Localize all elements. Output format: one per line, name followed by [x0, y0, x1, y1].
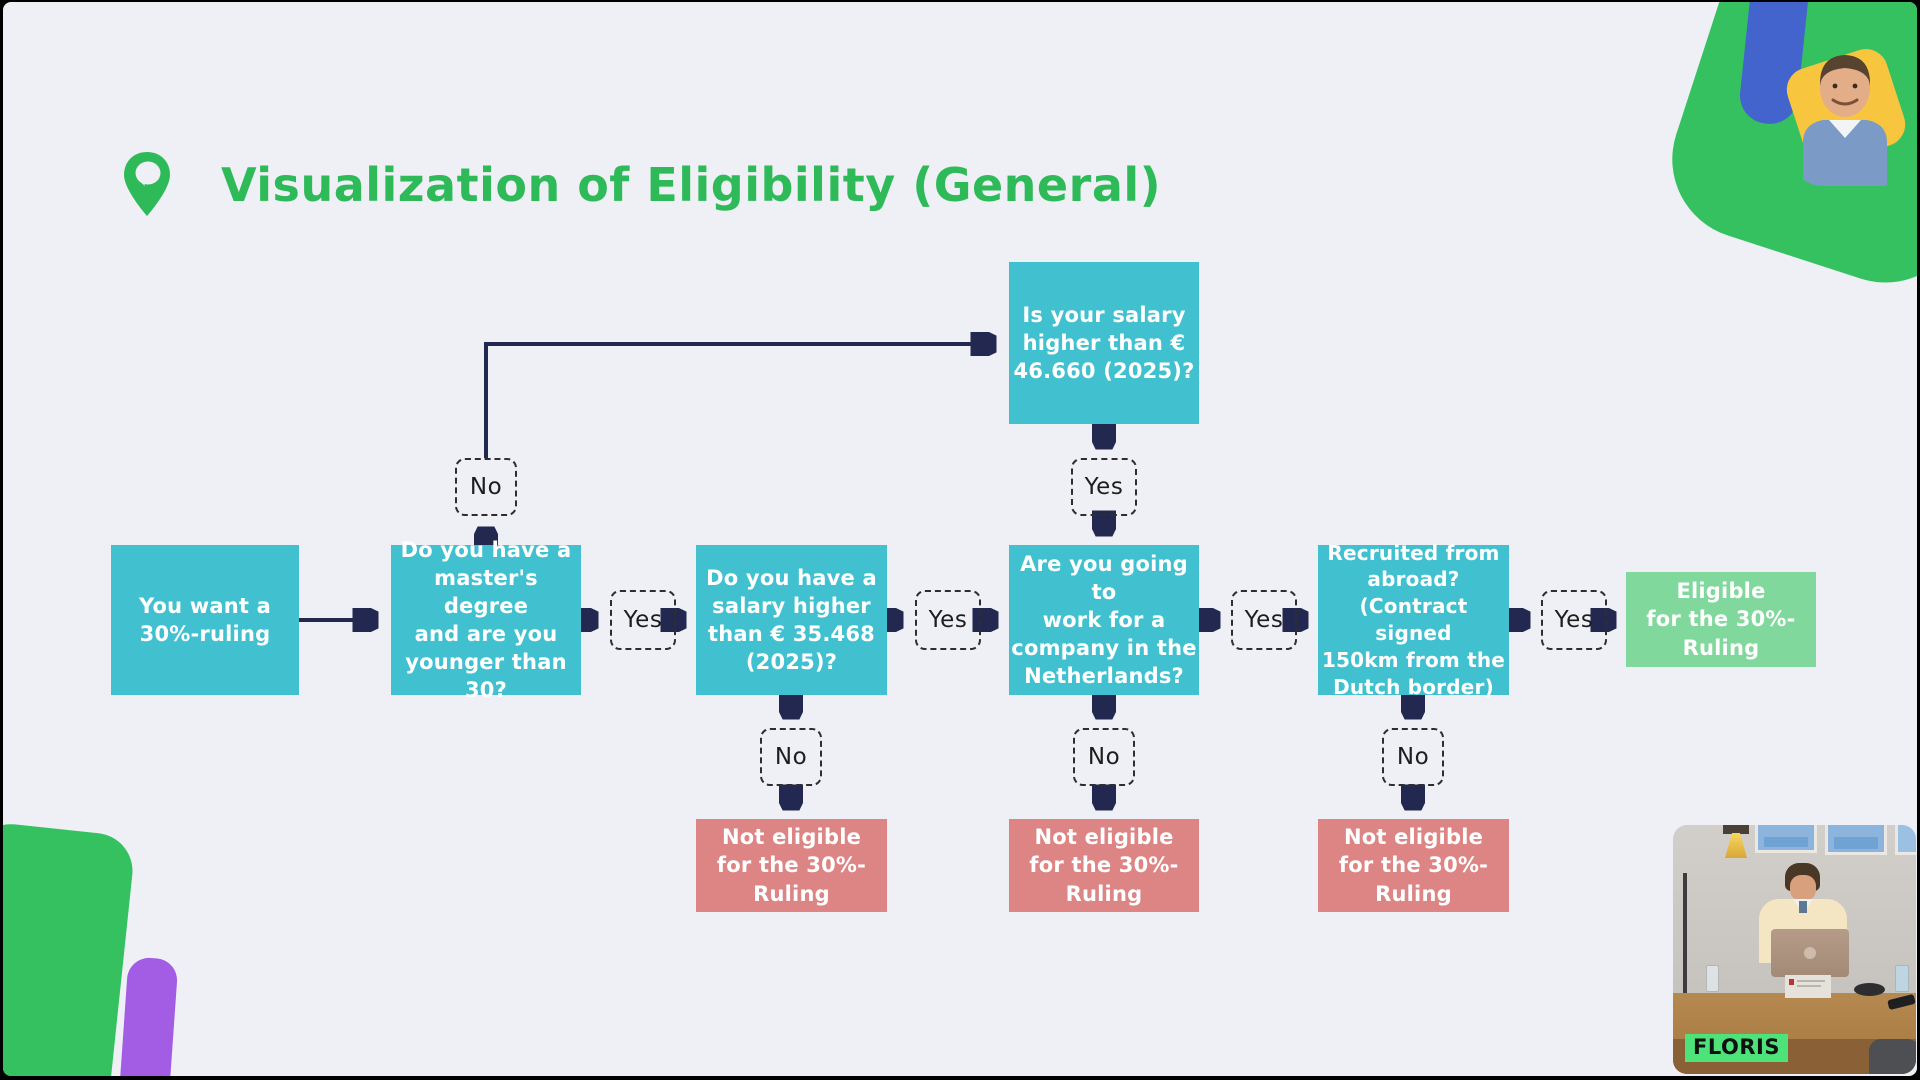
person-shirt [1799, 901, 1807, 913]
node-not-eligible-1: Not eligible for the 30%- Ruling [696, 819, 887, 912]
node-eligible: Eligible for the 30%- Ruling [1626, 572, 1816, 667]
wall-picture-2 [1825, 825, 1887, 855]
person-face [1790, 875, 1816, 901]
webcam-presenter-cutout[interactable] [1789, 46, 1901, 186]
gate-yes-2: Yes [915, 590, 981, 650]
presenter-avatar [1803, 55, 1887, 186]
laptop [1771, 929, 1849, 977]
location-pin-icon [124, 152, 170, 216]
chair [1869, 1039, 1916, 1074]
laptop-stand [1785, 975, 1831, 998]
water-glass-left [1706, 965, 1719, 992]
decor-purple-bar-bottom-left [117, 956, 179, 1076]
gate-yes-3: Yes [1231, 590, 1297, 650]
slide-canvas: Visualization of Eligibility (General) Y… [3, 2, 1917, 1076]
gate-no-3: No [1382, 728, 1444, 786]
gate-no-top: No [455, 458, 517, 516]
participant-name-badge: FLORIS [1685, 1034, 1788, 1062]
wall-picture-3 [1895, 825, 1916, 855]
node-masters-degree: Do you have a master's degree and are yo… [391, 538, 581, 702]
curtain-rod [1683, 873, 1687, 1007]
gate-yes-top: Yes [1071, 458, 1137, 516]
page-title: Visualization of Eligibility (General) [221, 158, 1162, 212]
decor-green-blob-bottom-left [3, 820, 137, 1076]
node-salary-46660: Is your salary higher than € 46.660 (202… [1009, 262, 1199, 424]
gate-yes-4: Yes [1541, 590, 1607, 650]
webcam-video-floris[interactable]: FLORIS [1673, 825, 1916, 1074]
node-company-netherlands: Are you going to work for a company in t… [1009, 545, 1199, 695]
node-not-eligible-2: Not eligible for the 30%- Ruling [1009, 819, 1199, 912]
wall-lamp-shade [1725, 833, 1747, 858]
gate-no-2: No [1073, 728, 1135, 786]
speakerphone [1854, 983, 1885, 996]
gate-yes-1: Yes [610, 590, 676, 650]
water-glass-right [1895, 965, 1909, 992]
gate-no-1: No [760, 728, 822, 786]
node-not-eligible-3: Not eligible for the 30%- Ruling [1318, 819, 1509, 912]
node-salary-35468: Do you have a salary higher than € 35.46… [696, 545, 887, 695]
laptop-logo [1804, 947, 1816, 959]
wall-picture-1 [1755, 825, 1817, 853]
node-recruited-abroad: Recruited from abroad? (Contract signed … [1318, 541, 1509, 699]
wall-lamp-mount [1723, 825, 1749, 834]
node-start-want-ruling: You want a 30%-ruling [111, 545, 299, 695]
connector-no-to-salary46 [484, 344, 993, 458]
